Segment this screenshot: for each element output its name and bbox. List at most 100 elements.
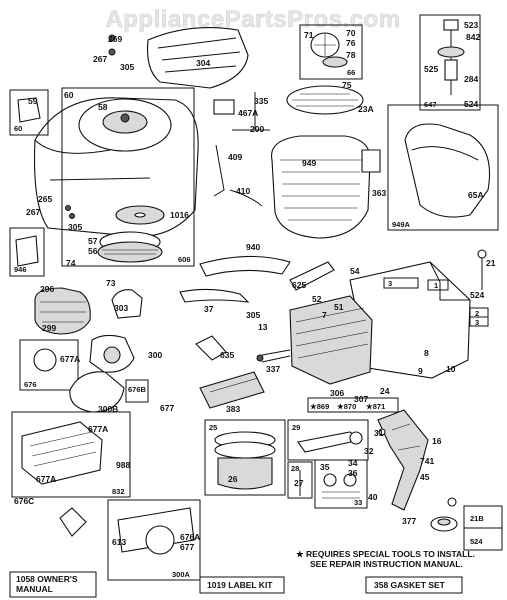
callout-300: 300	[148, 350, 162, 360]
air-filter	[34, 287, 91, 335]
callout-949: 949	[302, 158, 316, 168]
callout-9: 9	[418, 366, 423, 376]
callout-10: 10	[446, 364, 456, 374]
oil-seal	[430, 516, 458, 532]
callout-467A: 467A	[238, 108, 258, 118]
callout-27: 27	[294, 478, 304, 488]
box-label-1: 1	[434, 281, 438, 290]
callout-676C: 676C	[14, 496, 34, 506]
box-label-3: 3	[388, 279, 392, 288]
callout-71: 71	[304, 30, 314, 40]
callout-676A: 676A	[180, 532, 200, 542]
callout-299: 299	[42, 323, 56, 333]
callout-21: 21	[486, 258, 496, 268]
nut-screws	[65, 34, 116, 219]
callout-988: 988	[116, 460, 130, 470]
callout-13: 13	[258, 322, 268, 332]
callout-523: 523	[464, 20, 478, 30]
callout-940: 940	[246, 242, 260, 252]
repair-kit-box	[463, 505, 503, 551]
callout-677: 677	[160, 403, 174, 413]
callout-65A: 65A	[468, 190, 484, 200]
box-label-29: 29	[292, 423, 300, 432]
cylinder-head-bolts	[256, 349, 291, 363]
callout-677Ac: 677A	[36, 474, 56, 484]
callout-1016: 1016	[170, 210, 189, 220]
callout-296: 296	[40, 284, 54, 294]
callout-32: 32	[364, 446, 374, 456]
callout-54: 54	[350, 266, 360, 276]
special-tools-note: ★ REQUIRES SPECIAL TOOLS TO INSTALL. SEE…	[296, 549, 475, 569]
callout-78: 78	[346, 50, 356, 60]
breather-tube	[199, 255, 291, 277]
flywheel-screen-box	[299, 24, 363, 80]
callout-525: 525	[424, 64, 438, 74]
callout-57: 57	[88, 236, 98, 246]
callout-524c: 524	[470, 290, 484, 300]
choke-link-box	[9, 227, 45, 277]
callout-73: 73	[106, 278, 116, 288]
box-label-946: 946	[14, 265, 27, 274]
air-cleaner-cover-box	[9, 89, 49, 136]
box-label-949A: 949A	[392, 220, 411, 229]
owners-manual-line1: 1058 OWNER'S	[16, 574, 78, 584]
choke-21	[477, 249, 487, 290]
callout-305b: 305	[68, 222, 82, 232]
callout-267b: 267	[26, 207, 40, 217]
fan-screen-1016	[115, 205, 165, 225]
callout-24: 24	[380, 386, 390, 396]
starter-pulley	[97, 231, 163, 263]
flywheel	[271, 135, 371, 239]
flywheel-fan	[286, 85, 364, 115]
callout-45: 45	[420, 472, 430, 482]
cylinder-assembly	[289, 261, 471, 385]
callout-52: 52	[312, 294, 322, 304]
callout-741: 741	[420, 456, 434, 466]
callout-871: ★871	[366, 402, 385, 411]
callout-842: 842	[466, 32, 480, 42]
blower-housing	[34, 97, 199, 238]
callout-70: 70	[346, 28, 356, 38]
part-callouts: 269 267 305 304 59 60 58 265 267 305 101…	[14, 20, 496, 552]
callout-410: 410	[236, 186, 250, 196]
rewind-starter-box	[61, 87, 195, 267]
callout-677A: 677A	[60, 354, 80, 364]
label-kit: 1019 LABEL KIT	[199, 576, 285, 594]
callout-7: 7	[322, 310, 327, 320]
callout-16: 16	[432, 436, 442, 446]
callout-23A: 23A	[358, 104, 374, 114]
callout-305c: 305	[246, 310, 260, 320]
callout-37: 37	[204, 304, 214, 314]
callout-383: 383	[226, 404, 240, 414]
callout-870: ★870	[337, 402, 356, 411]
air-shroud	[146, 26, 249, 89]
callout-26: 26	[228, 474, 238, 484]
spark-plug-635	[195, 335, 227, 361]
callout-377: 377	[402, 516, 416, 526]
owners-manual-line2: MANUAL	[16, 584, 53, 594]
box-label-60: 60	[14, 124, 22, 133]
callout-524b: 524	[464, 99, 478, 109]
callout-625: 625	[292, 280, 306, 290]
callout-269: 269	[108, 34, 122, 44]
box-label-2: 2	[475, 309, 479, 318]
callout-337: 337	[266, 364, 280, 374]
callout-51: 51	[334, 302, 344, 312]
piston-rings-box	[204, 419, 286, 496]
link-37	[179, 288, 250, 303]
callout-303: 303	[114, 303, 128, 313]
callout-36: 36	[348, 468, 358, 478]
callout-613: 613	[112, 537, 126, 547]
dipstick-box	[419, 14, 481, 111]
callout-305: 305	[120, 62, 134, 72]
box-label-66: 66	[347, 68, 355, 77]
gasket-set-kit: 358 GASKET SET	[365, 576, 463, 594]
callout-35: 35	[320, 462, 330, 472]
callout-265: 265	[38, 194, 52, 204]
box-label-28: 28	[291, 464, 299, 473]
callout-869: ★869	[310, 402, 329, 411]
callout-677Ab: 677A	[88, 424, 108, 434]
gasket-set-text: 358 GASKET SET	[374, 580, 446, 590]
owners-manual-kit: 1058 OWNER'S MANUAL	[9, 571, 97, 598]
bracket-small-parts	[213, 92, 381, 207]
